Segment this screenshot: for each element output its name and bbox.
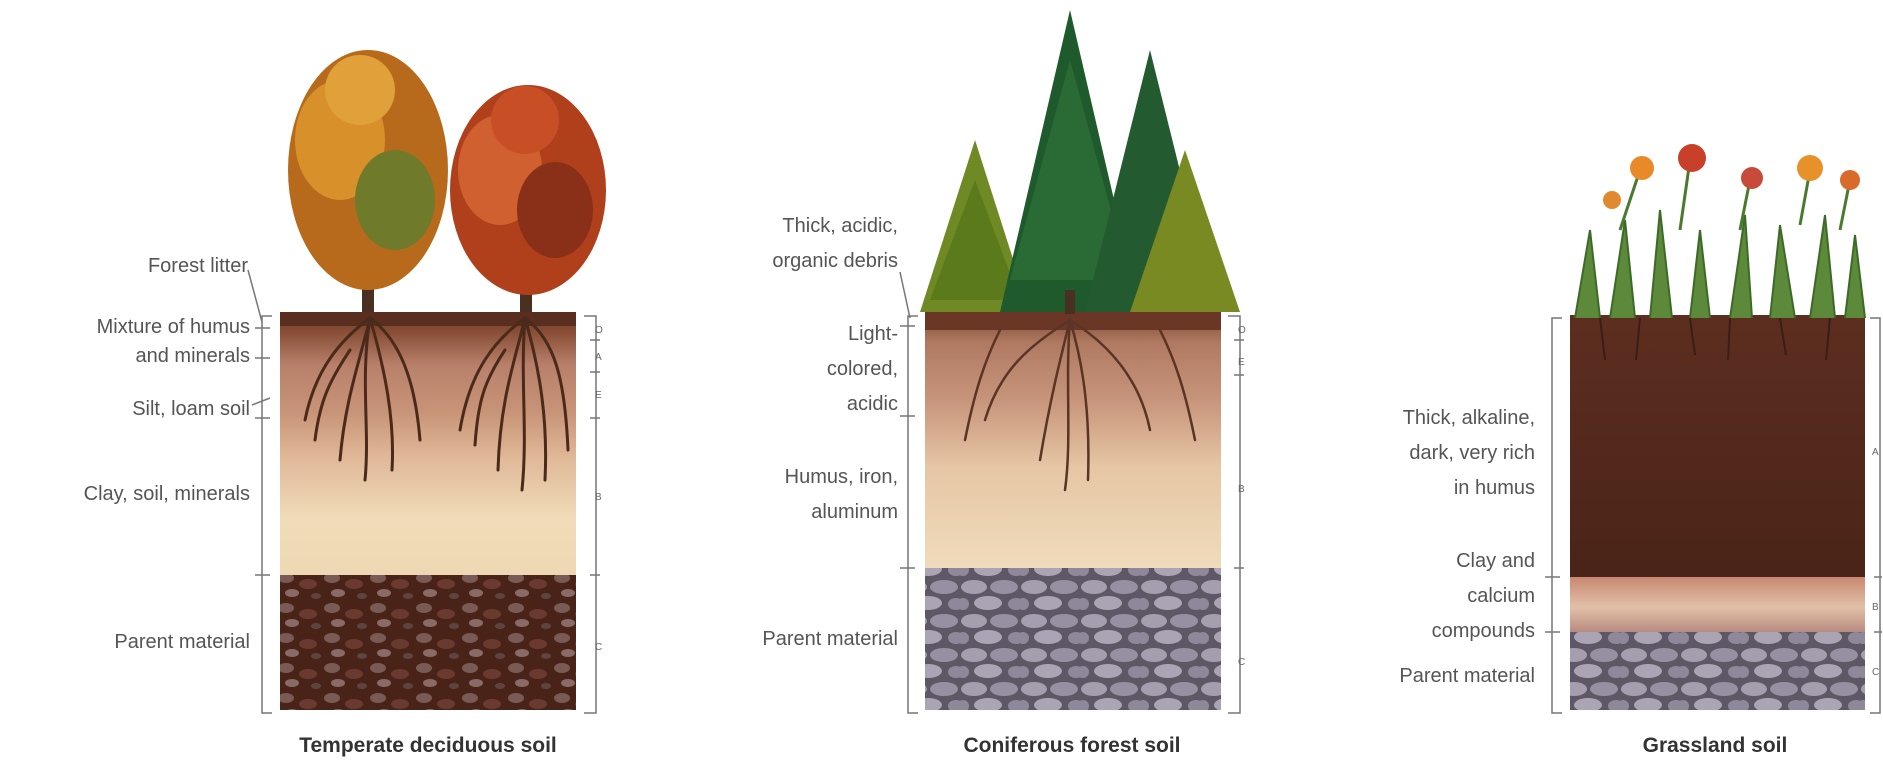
grassland-vegetation	[1575, 144, 1865, 318]
label-clay-calcium-line2: calcium	[1467, 585, 1535, 607]
label-thick-acidic-line1: Thick, acidic,	[782, 215, 898, 237]
label-humus-minerals-line2: and minerals	[135, 345, 250, 367]
label-light-colored-line1: Light-	[848, 323, 898, 345]
label-parent-material-1: Parent material	[114, 631, 250, 653]
horizon-E: E	[595, 390, 602, 401]
horizon-C: C	[1872, 667, 1879, 678]
deciduous-parent-material	[280, 575, 576, 710]
label-light-colored-line3: acidic	[847, 393, 898, 415]
title-deciduous: Temperate deciduous soil	[299, 734, 557, 757]
title-grassland: Grassland soil	[1643, 734, 1788, 757]
label-thick-acidic-line2: organic debris	[772, 250, 898, 272]
coniferous-panel: Thick, acidic, organic debris Light- col…	[762, 10, 1246, 757]
deciduous-panel: Forest litter Mixture of humus and miner…	[84, 50, 606, 757]
horizon-B: B	[1238, 484, 1245, 495]
label-thick-alkaline-line1: Thick, alkaline,	[1403, 407, 1535, 429]
horizon-B: B	[1872, 602, 1879, 613]
coniferous-parent-material	[925, 568, 1221, 710]
label-light-colored-line2: colored,	[827, 358, 898, 380]
label-thick-alkaline-line3: in humus	[1454, 477, 1535, 499]
label-clay-soil-minerals: Clay, soil, minerals	[84, 483, 250, 505]
label-humus-minerals-line1: Mixture of humus	[97, 316, 250, 338]
title-coniferous: Coniferous forest soil	[963, 734, 1180, 757]
deciduous-trees	[288, 50, 606, 312]
coniferous-horizon-bracket	[1228, 316, 1244, 713]
label-humus-iron-line2: aluminum	[811, 501, 898, 523]
horizon-C: C	[1238, 657, 1245, 668]
label-clay-calcium-line1: Clay and	[1456, 550, 1535, 572]
deciduous-label-bracket	[248, 270, 272, 713]
grassland-panel: Thick, alkaline, dark, very rich in humu…	[1399, 144, 1882, 757]
horizon-B: B	[595, 492, 602, 503]
label-parent-material-2: Parent material	[762, 628, 898, 650]
grassland-horizon-bracket	[1870, 318, 1882, 713]
label-thick-alkaline-line2: dark, very rich	[1409, 442, 1535, 464]
deciduous-soil-profile	[280, 312, 576, 577]
coniferous-trees	[920, 10, 1240, 314]
horizon-O: O	[595, 325, 603, 336]
label-clay-calcium-line3: compounds	[1432, 620, 1535, 642]
grassland-A-horizon	[1570, 315, 1865, 577]
label-humus-iron-line1: Humus, iron,	[785, 466, 898, 488]
grassland-parent-material	[1570, 632, 1865, 710]
coniferous-label-bracket	[900, 272, 918, 713]
horizon-A: A	[1872, 447, 1879, 458]
deciduous-horizon-bracket	[584, 316, 600, 713]
coniferous-soil-profile	[925, 312, 1221, 570]
grassland-B-horizon	[1570, 577, 1865, 637]
horizon-O: O	[1238, 325, 1246, 336]
grassland-label-bracket	[1545, 318, 1562, 713]
horizon-C: C	[595, 642, 602, 653]
label-parent-material-3: Parent material	[1399, 665, 1535, 687]
horizon-E: E	[1238, 357, 1245, 368]
label-silt-loam: Silt, loam soil	[132, 398, 250, 420]
horizon-A: A	[595, 352, 602, 363]
label-forest-litter: Forest litter	[148, 255, 248, 277]
